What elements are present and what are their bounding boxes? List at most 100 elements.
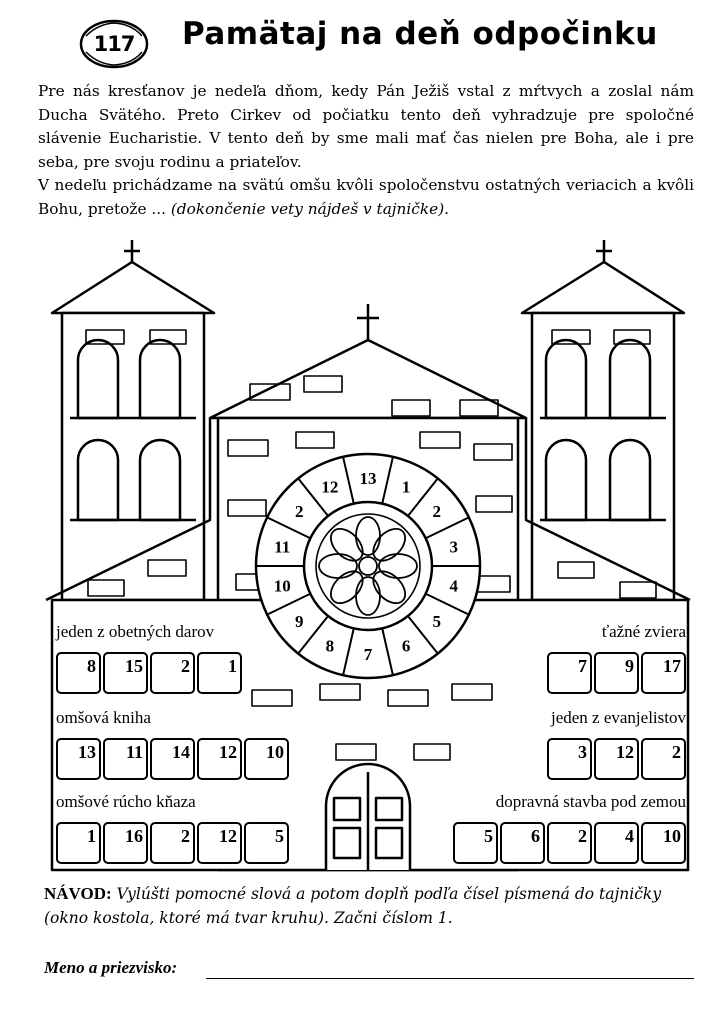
answer-cell[interactable]: 11 [103, 738, 148, 780]
answer-cell[interactable]: 6 [500, 822, 545, 864]
cell-number: 12 [219, 742, 237, 762]
cell-number: 10 [663, 826, 681, 846]
cell-number: 1 [87, 826, 96, 846]
intro-paragraph-2-hint: (dokončenie vety nájdeš v tajničke). [170, 199, 450, 218]
intro-paragraph-1: Pre nás kresťanov je nedeľa dňom, kedy P… [38, 82, 694, 171]
answer-cell[interactable]: 12 [197, 738, 242, 780]
cell-number: 6 [531, 826, 540, 846]
rose-window [254, 452, 482, 680]
cell-number: 2 [181, 656, 190, 676]
rose-segment-divider [425, 516, 470, 540]
answer-cell[interactable]: 2 [547, 822, 592, 864]
page-title: Pamätaj na deň odpočinku [182, 16, 658, 52]
rose-segment-divider [407, 477, 439, 517]
answer-cell[interactable]: 2 [150, 652, 195, 694]
instructions-text: Vylúšti pomocné slová a potom doplň podľ… [44, 885, 662, 927]
answer-cell[interactable]: 5 [244, 822, 289, 864]
answer-cell[interactable]: 12 [594, 738, 639, 780]
cell-number: 1 [228, 656, 237, 676]
cell-number: 9 [625, 656, 634, 676]
cell-number: 17 [663, 656, 681, 676]
cell-number: 10 [266, 742, 284, 762]
answer-cell[interactable]: 2 [150, 822, 195, 864]
answer-cell[interactable]: 7 [547, 652, 592, 694]
answer-cell[interactable]: 4 [594, 822, 639, 864]
answer-cell[interactable]: 9 [594, 652, 639, 694]
rose-petal [329, 527, 364, 562]
cell-number: 4 [625, 826, 634, 846]
answer-cell[interactable]: 10 [641, 822, 686, 864]
rose-segment-divider [381, 628, 394, 676]
right-tower [520, 240, 686, 602]
cell-number: 5 [484, 826, 493, 846]
cell-number: 14 [172, 742, 190, 762]
rose-segment-number: 5 [433, 612, 442, 631]
intro-paragraph-2: V nedeľu prichádzame na svätú omšu kvôli… [38, 174, 694, 221]
answer-cell[interactable]: 15 [103, 652, 148, 694]
intro-paragraph-2-text: V nedeľu prichádzame na svätú omšu kvôli… [38, 176, 694, 218]
clue-label: omšové rúcho kňaza [56, 792, 196, 811]
cell-number: 16 [125, 826, 143, 846]
rose-segment-number: 4 [450, 577, 459, 596]
answer-cell[interactable]: 17 [641, 652, 686, 694]
rose-segment-divider [407, 615, 439, 655]
rose-segment-divider [381, 456, 394, 504]
answer-cell[interactable]: 14 [150, 738, 195, 780]
brick-pattern [85, 329, 657, 761]
rose-segment-divider [266, 592, 311, 616]
clue-label: jeden z evanjelistov [550, 708, 686, 727]
clue-label: ťažné zviera [601, 622, 686, 641]
cell-number: 15 [125, 656, 143, 676]
cell-number: 2 [181, 826, 190, 846]
rose-segment-divider [342, 628, 355, 676]
clue-label: dopravná stavba pod zemou [495, 792, 686, 811]
cell-number: 3 [578, 742, 587, 762]
answer-cell[interactable]: 3 [547, 738, 592, 780]
rose-segment-divider [425, 592, 470, 616]
rose-segment-divider [266, 516, 311, 540]
cell-number: 8 [87, 656, 96, 676]
answer-cell[interactable]: 16 [103, 822, 148, 864]
cell-number: 12 [219, 826, 237, 846]
rose-segment-number: 8 [326, 636, 335, 655]
answer-cell[interactable]: 8 [56, 652, 101, 694]
badge-shape-icon [79, 19, 149, 69]
rose-segment-divider [342, 456, 355, 504]
name-input-line[interactable] [206, 978, 694, 979]
page-number: 117 [93, 32, 136, 56]
church-door [324, 762, 412, 870]
rose-segment-number: 12 [321, 478, 338, 497]
rose-segment-number: 7 [364, 645, 373, 664]
cell-number: 11 [125, 742, 143, 762]
cell-number: 12 [616, 742, 634, 762]
answer-cell[interactable]: 12 [197, 822, 242, 864]
page-number-badge: 117 [78, 18, 150, 70]
answer-cell[interactable]: 1 [197, 652, 242, 694]
rose-segment-number: 3 [450, 537, 459, 556]
clue-label: jeden z obetných darov [56, 622, 215, 641]
answer-cell[interactable]: 10 [244, 738, 289, 780]
left-tower [50, 240, 216, 602]
rose-segment-divider [297, 615, 329, 655]
rose-segment-number: 9 [295, 612, 304, 631]
cell-number: 2 [578, 826, 587, 846]
rose-segment-number: 6 [402, 636, 411, 655]
instructions: NÁVOD: Vylúšti pomocné slová a potom dop… [44, 882, 694, 930]
rose-segment-number: 11 [274, 537, 290, 556]
answer-cell[interactable]: 5 [453, 822, 498, 864]
cell-number: 5 [275, 826, 284, 846]
cell-number: 13 [78, 742, 96, 762]
answer-cell[interactable]: 1 [56, 822, 101, 864]
rose-segment-number: 2 [433, 502, 442, 521]
rose-segment-number: 1 [402, 478, 411, 497]
answer-cell[interactable]: 13 [56, 738, 101, 780]
clue-label: omšová kniha [56, 708, 151, 727]
cell-number: 7 [578, 656, 587, 676]
answer-cell[interactable]: 2 [641, 738, 686, 780]
rose-segment-number: 10 [274, 577, 291, 596]
name-label: Meno a priezvisko: [44, 958, 178, 977]
cell-number: 2 [672, 742, 681, 762]
